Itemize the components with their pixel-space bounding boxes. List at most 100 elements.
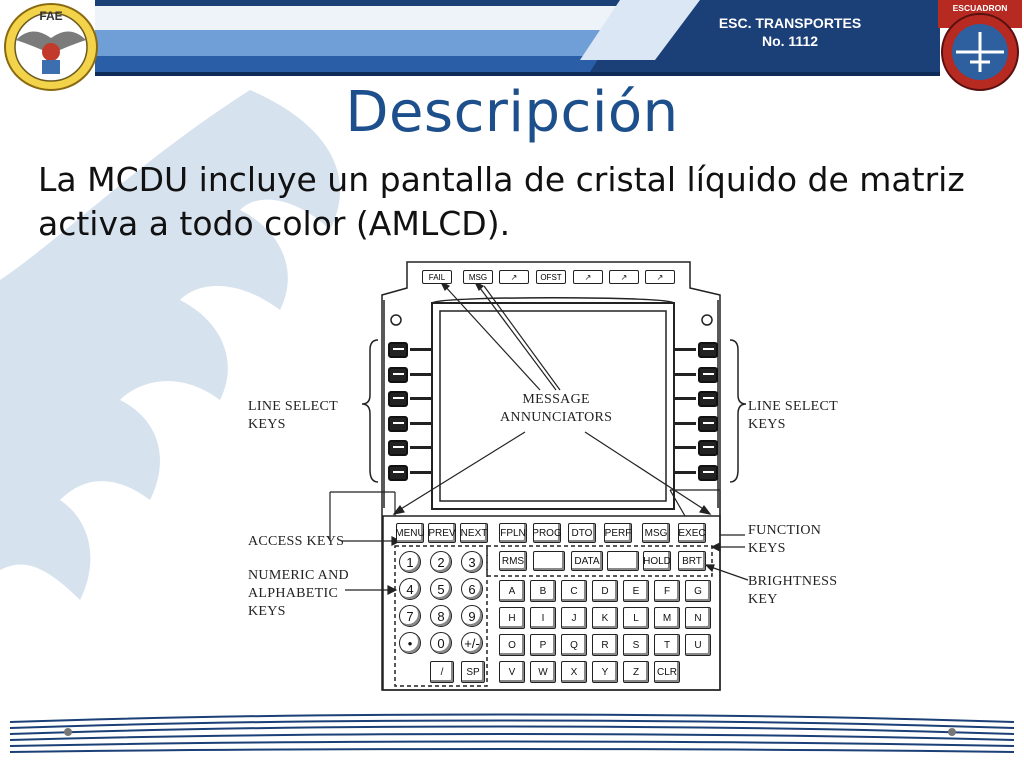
function-key-rms[interactable]: RMS <box>499 551 527 571</box>
numeric-key-8[interactable]: 9 <box>461 605 483 627</box>
annunciator-0: FAIL <box>422 270 452 284</box>
annunciator-3: OFST <box>536 270 566 284</box>
function-key-fpln[interactable]: FPLN <box>499 523 527 543</box>
alpha-key-a[interactable]: A <box>499 580 525 602</box>
header-band <box>0 0 1024 82</box>
slide-body: La MCDU incluye un pantalla de cristal l… <box>38 160 965 243</box>
alpha-key-g[interactable]: G <box>685 580 711 602</box>
numeric-key-10[interactable]: 0 <box>430 632 452 654</box>
lsk-stub-left <box>410 372 432 376</box>
alpha-key-r[interactable]: R <box>592 634 618 656</box>
numeric-key-9[interactable]: • <box>399 632 421 654</box>
alpha-key-x[interactable]: X <box>561 661 587 683</box>
line-select-key-left-5[interactable] <box>388 440 408 456</box>
function-key-next[interactable]: NEXT <box>460 523 488 543</box>
unit-line2: No. 1112 <box>761 33 819 49</box>
alpha-key-clr[interactable]: CLR <box>654 661 680 683</box>
lsk-stub-right <box>674 397 696 400</box>
alpha-key-f[interactable]: F <box>654 580 680 602</box>
annunciator-4: ↗ <box>573 270 603 284</box>
function-key-dto[interactable]: DTO <box>568 523 596 543</box>
alpha-key-i[interactable]: I <box>530 607 556 629</box>
numeric-key-3[interactable]: 4 <box>399 578 421 600</box>
line-select-key-left-1[interactable] <box>388 342 408 358</box>
function-key-brt[interactable]: BRT <box>678 551 706 571</box>
function-key-prev[interactable]: PREV <box>428 523 456 543</box>
function-key-msg[interactable]: MSG <box>642 523 670 543</box>
annunciator-2: ↗ <box>499 270 529 284</box>
slide-title: Descripción <box>345 80 679 145</box>
annunciator-6: ↗ <box>645 270 675 284</box>
footer-band <box>9 713 1015 753</box>
lsk-stub-right <box>674 421 696 425</box>
alpha-key-e[interactable]: E <box>623 580 649 602</box>
line-select-key-right-2[interactable] <box>698 366 718 383</box>
line-select-key-right-6[interactable] <box>698 464 718 481</box>
function-key-blank-1[interactable] <box>533 551 565 571</box>
key-slash[interactable]: / <box>430 661 454 683</box>
squadron-badge-icon: ESCUADRON 1112 <box>938 0 1022 91</box>
function-key-menu[interactable]: MENU <box>395 523 425 543</box>
numeric-key-1[interactable]: 2 <box>430 551 452 573</box>
annunciator-1: MSG <box>463 270 493 284</box>
alpha-key-o[interactable]: O <box>499 634 525 656</box>
alpha-key-z[interactable]: Z <box>623 661 649 683</box>
fae-badge-icon: FAE <box>4 3 98 91</box>
numeric-key-7[interactable]: 8 <box>430 605 452 627</box>
label-access-keys: ACCESS KEYS <box>248 534 345 549</box>
line-select-key-right-3[interactable] <box>698 391 718 407</box>
unit-line1: ESC. TRANSPORTES <box>718 15 862 31</box>
alpha-key-w[interactable]: W <box>530 661 556 683</box>
numeric-key-2[interactable]: 3 <box>461 551 483 573</box>
function-key-exec[interactable]: EXEC <box>678 523 706 543</box>
line-select-key-left-2[interactable] <box>388 366 408 383</box>
line-select-key-right-4[interactable] <box>698 415 718 432</box>
lsk-stub-left <box>410 446 432 449</box>
line-select-key-left-3[interactable] <box>388 391 408 407</box>
function-key-hold[interactable]: HOLD <box>643 551 671 571</box>
lsk-stub-right <box>674 372 696 376</box>
alpha-key-k[interactable]: K <box>592 607 618 629</box>
function-key-blank-3[interactable] <box>607 551 639 571</box>
alpha-key-v[interactable]: V <box>499 661 525 683</box>
function-key-perf[interactable]: PERF <box>604 523 632 543</box>
line-select-key-right-5[interactable] <box>698 440 718 456</box>
alpha-key-c[interactable]: C <box>561 580 587 602</box>
alpha-key-l[interactable]: L <box>623 607 649 629</box>
line-select-key-left-4[interactable] <box>388 415 408 432</box>
lsk-stub-right <box>674 446 696 449</box>
alpha-key-u[interactable]: U <box>685 634 711 656</box>
alpha-key-h[interactable]: H <box>499 607 525 629</box>
alpha-key-y[interactable]: Y <box>592 661 618 683</box>
numeric-key-4[interactable]: 5 <box>430 578 452 600</box>
alpha-key-t[interactable]: T <box>654 634 680 656</box>
alpha-key-n[interactable]: N <box>685 607 711 629</box>
function-key-prog[interactable]: PROG <box>532 523 562 543</box>
alpha-key-b[interactable]: B <box>530 580 556 602</box>
badge-right-line1: ESCUADRON <box>953 3 1008 13</box>
key-sp[interactable]: SP <box>461 661 485 683</box>
function-key-data[interactable]: DATA <box>571 551 603 571</box>
line-select-key-right-1[interactable] <box>698 342 718 358</box>
alpha-key-p[interactable]: P <box>530 634 556 656</box>
lsk-stub-right <box>674 470 696 474</box>
line-select-key-left-6[interactable] <box>388 464 408 481</box>
alpha-key-q[interactable]: Q <box>561 634 587 656</box>
numeric-key-11[interactable]: +/- <box>461 632 483 654</box>
lsk-stub-left <box>410 421 432 425</box>
numeric-key-6[interactable]: 7 <box>399 605 421 627</box>
alpha-key-s[interactable]: S <box>623 634 649 656</box>
alpha-key-d[interactable]: D <box>592 580 618 602</box>
lsk-stub-left <box>410 397 432 400</box>
lsk-stub-left <box>410 470 432 474</box>
numeric-key-5[interactable]: 6 <box>461 578 483 600</box>
alpha-key-m[interactable]: M <box>654 607 680 629</box>
annunciator-5: ↗ <box>609 270 639 284</box>
numeric-key-0[interactable]: 1 <box>399 551 421 573</box>
lsk-stub-right <box>674 348 696 351</box>
alpha-key-j[interactable]: J <box>561 607 587 629</box>
